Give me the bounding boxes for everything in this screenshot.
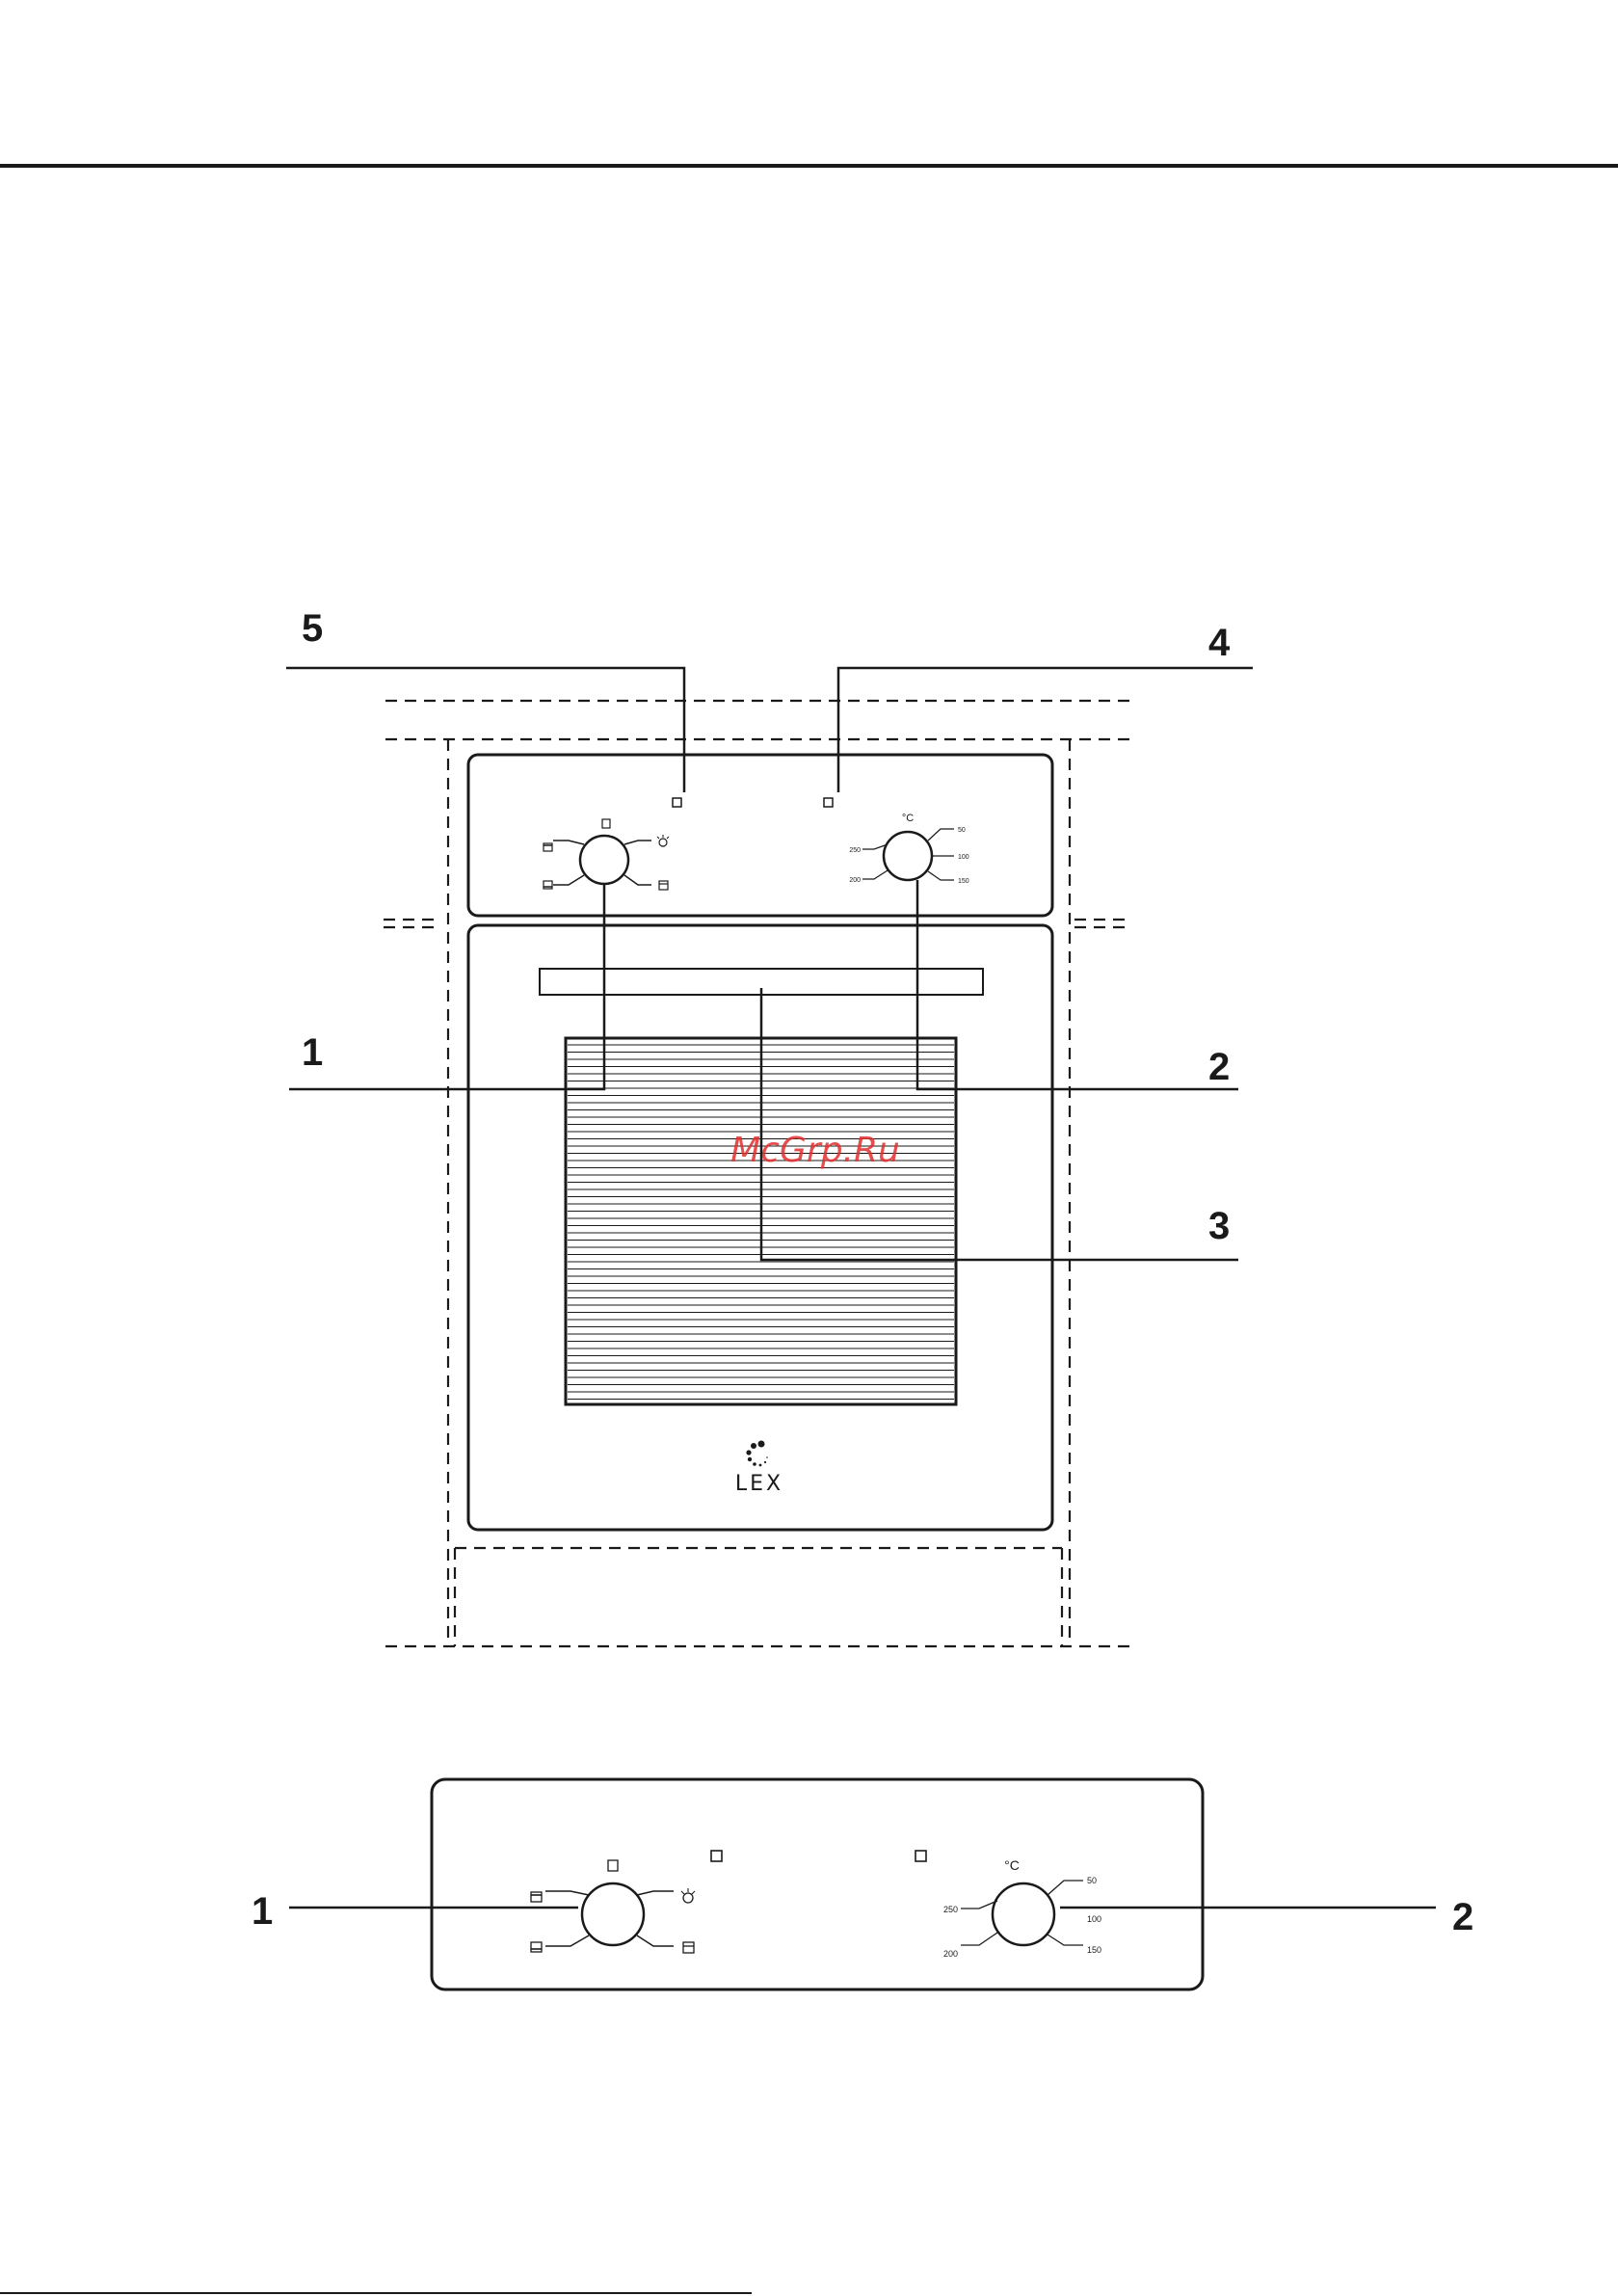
indicator-light-4: [824, 798, 833, 807]
brand-logo: LEX: [735, 1441, 783, 1497]
temp-tick-label: 50: [1087, 1876, 1097, 1885]
temp-tick-label: 150: [1087, 1945, 1101, 1955]
bottom-heat-icon: [531, 1942, 542, 1952]
top-heat-icon: [544, 843, 552, 851]
callout-1: 1: [302, 1031, 323, 1074]
callout-5: 5: [302, 607, 323, 650]
cabinet-niche-outline: [384, 701, 1132, 1646]
brand-name: LEX: [735, 1472, 783, 1496]
lamp-icon: [608, 1860, 618, 1871]
callout-3: 3: [1208, 1205, 1230, 1247]
watermark: McGrp.Ru: [730, 1131, 900, 1170]
temp-tick-label: 250: [943, 1905, 958, 1914]
temperature-unit-label: °C: [902, 813, 914, 824]
indicator-light-detail: [915, 1851, 926, 1861]
temp-tick-label: 200: [943, 1949, 958, 1959]
oven-control-panel: [468, 755, 1052, 916]
callout-4: 4: [1208, 622, 1231, 664]
temp-tick-label: 250: [849, 847, 861, 854]
oven-mode-icon: [659, 881, 668, 890]
indicator-light-5: [673, 798, 681, 807]
oven-mode-icon: [683, 1942, 694, 1953]
grill-icon: [657, 835, 669, 846]
bottom-heat-icon: [544, 881, 552, 889]
mode-selector-knob-detail[interactable]: [545, 1883, 674, 1946]
temp-tick-label: 150: [958, 878, 969, 885]
temperature-knob-detail[interactable]: [961, 1881, 1083, 1945]
callout-2: 2: [1208, 1046, 1230, 1088]
mode-selector-knob[interactable]: [553, 836, 651, 885]
temp-tick-label: 200: [849, 877, 861, 884]
callout-1-detail: 1: [252, 1890, 273, 1933]
temperature-unit-label: °C: [1004, 1857, 1020, 1873]
temp-tick-label: 100: [958, 854, 969, 861]
top-heat-icon: [531, 1892, 542, 1902]
temp-tick-label: 100: [1087, 1914, 1101, 1924]
temperature-knob[interactable]: [862, 829, 954, 880]
lamp-icon: [602, 819, 610, 828]
brand-logo-mark: [746, 1441, 767, 1467]
temp-tick-label: 50: [958, 827, 966, 834]
callout-2-detail: 2: [1452, 1896, 1473, 1938]
leader-lines: [286, 668, 1253, 1260]
indicator-light-detail: [711, 1851, 722, 1861]
grill-icon: [681, 1888, 695, 1903]
